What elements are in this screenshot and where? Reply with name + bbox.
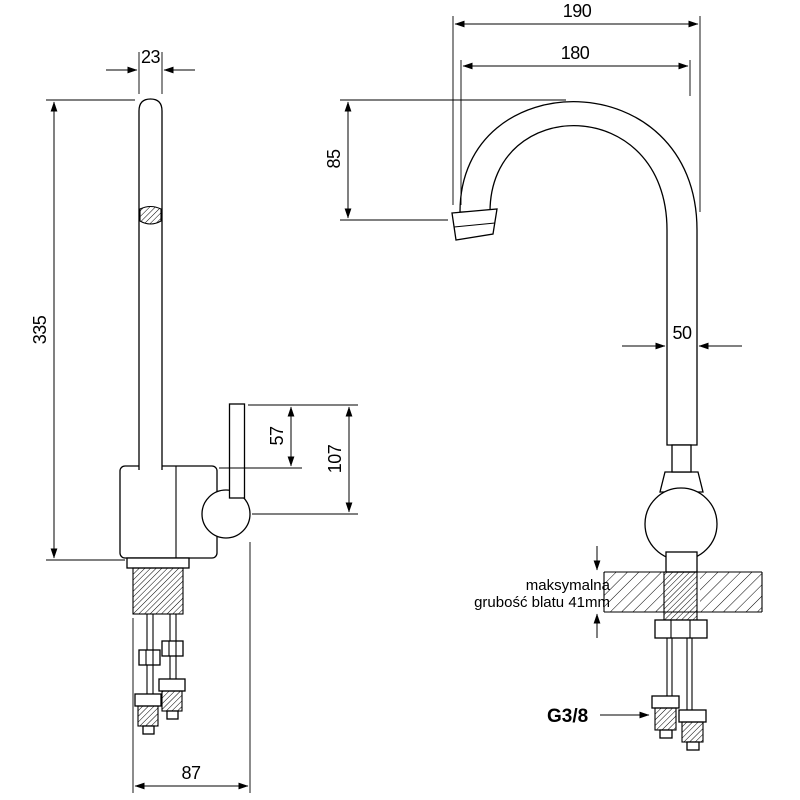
dim-label-107: 107	[325, 444, 345, 473]
dim-spout-width: 23	[106, 47, 195, 94]
left-view: 23 335 57 107 87	[30, 47, 358, 793]
note-line-2: grubość blatu 41mm	[474, 594, 610, 611]
threaded-shank-side	[132, 567, 184, 615]
mounting-studs-front	[666, 638, 693, 712]
lever-pivot	[201, 489, 251, 539]
thread-size-label: G3/8	[547, 706, 588, 727]
dim-label-23: 23	[141, 47, 161, 67]
countertop-thickness-note: maksymalna grubość blatu 41mm	[474, 546, 611, 638]
dim-body-diameter: 50	[622, 323, 742, 350]
dim-lever-height: 57	[219, 404, 358, 469]
spout-pipe-side	[138, 98, 163, 470]
dim-total-height: 335	[30, 99, 135, 561]
dim-base-depth: 87	[132, 542, 251, 793]
hose-fittings-front	[651, 695, 707, 751]
base-flange-side	[126, 557, 190, 569]
hose-fittings-side	[134, 678, 186, 735]
base-neck	[665, 551, 698, 573]
right-view: 190 180 85 50 maksymalna grubość blatu 4…	[324, 1, 763, 751]
dim-label-87: 87	[181, 763, 201, 783]
mounting-nut-front	[654, 619, 708, 639]
thread-size-callout: G3/8	[547, 706, 650, 727]
mounting-nuts-side	[138, 640, 184, 666]
handle-knob-front	[671, 444, 692, 473]
dim-overall-reach: 190	[452, 1, 701, 212]
gooseneck-spout	[459, 101, 698, 446]
dim-label-180: 180	[561, 43, 590, 63]
body-sphere	[644, 487, 718, 561]
dim-body-height: 107	[252, 406, 358, 515]
dim-label-85: 85	[324, 149, 344, 169]
note-line-1: maksymalna	[526, 577, 611, 594]
dim-label-57: 57	[267, 426, 287, 446]
dim-spout-reach: 180	[460, 43, 691, 205]
dim-label-50: 50	[672, 323, 692, 343]
threaded-shank-front	[663, 571, 698, 621]
aerator-side	[139, 205, 162, 225]
lever-handle-side	[228, 403, 246, 499]
dim-label-190: 190	[563, 1, 592, 21]
countertop-section	[603, 571, 763, 613]
aerator-seam	[453, 222, 496, 228]
dim-label-335: 335	[30, 315, 50, 344]
dim-spout-drop: 85	[324, 99, 566, 221]
